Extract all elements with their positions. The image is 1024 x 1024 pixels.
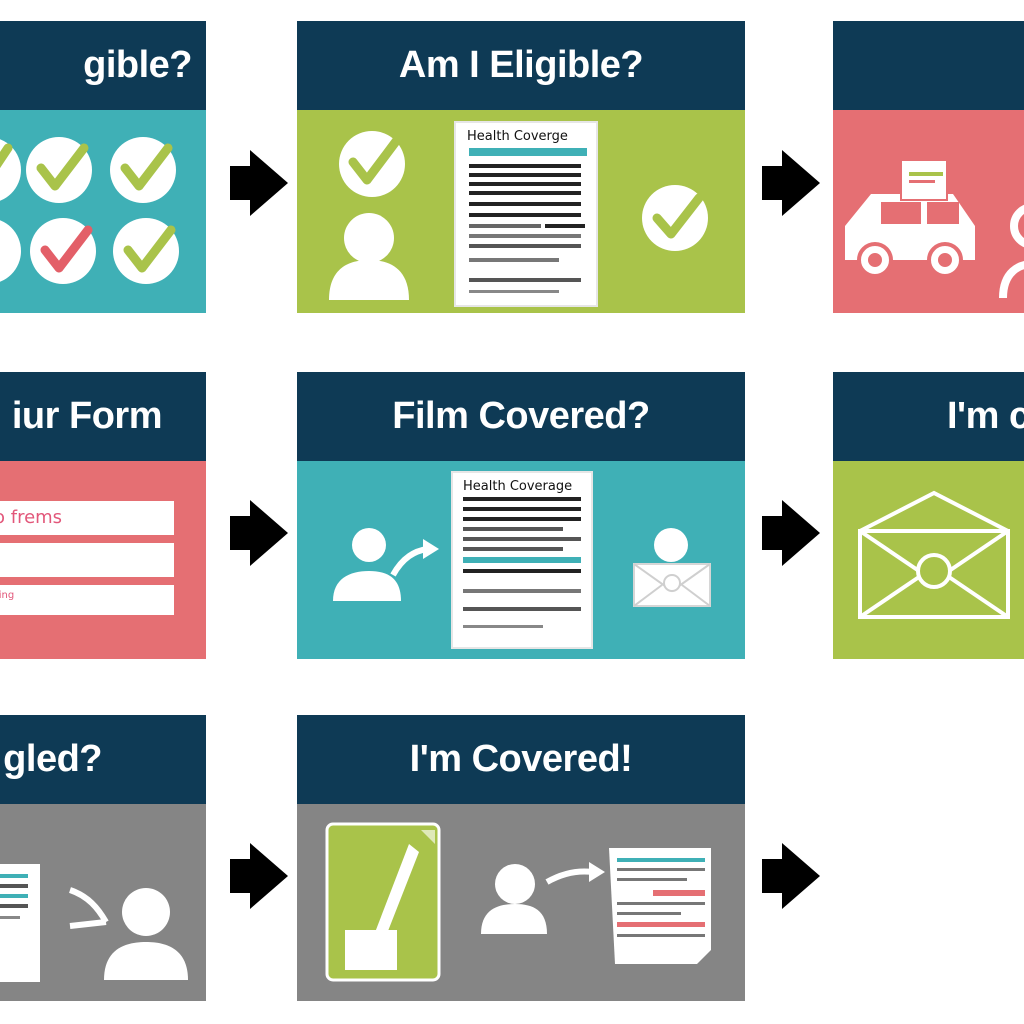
document-icon [0,864,40,982]
document-icon: Health Coverage [451,471,593,649]
check-icon [0,220,21,282]
arrow-right-icon [762,843,820,909]
document-icon [609,848,711,964]
person-icon [329,213,409,300]
card-title: iur Form [11,395,163,437]
card-title: I'm c [947,395,1024,437]
person-icon [481,864,547,934]
card-row3-col2: I'm Covered! [297,715,745,1001]
check-icon [26,137,92,203]
person-icon [104,888,188,980]
card-row3-col1: gled? [0,715,206,1001]
check-icon [339,131,405,197]
card-header [833,21,1024,110]
check-icon [110,137,176,203]
form-field-text: iing [0,590,14,601]
person-icon [333,528,401,601]
form-field [0,543,174,577]
card-title: Am I Eligible? [398,44,644,86]
card-body [0,804,206,1001]
document-icon: Health Coverge [454,121,598,307]
card-header: I'm c [833,372,1024,461]
check-icon [30,218,96,284]
card-row1-col2: Am I Eligible? Health Coverge [297,21,745,313]
card-header: I'm Covered! [297,715,745,804]
card-header: Film Covered? [297,372,745,461]
check-icon [113,218,179,284]
check-icon [0,139,21,201]
curved-arrow-icon [545,862,605,885]
card-row2-col3: I'm c [833,372,1024,659]
card-title: gible? [83,44,192,86]
card-row2-col1: iur Form o frems iing [0,372,206,659]
card-row2-col2: Film Covered? Health Coverage [297,372,745,659]
curved-arrow-icon [68,887,109,929]
card-body [0,110,206,313]
document-icon [900,159,948,201]
check-icon [642,185,708,251]
card-body [833,110,1024,313]
card-body: o frems iing [0,461,206,659]
person-icon [999,204,1024,299]
card-header: gible? [0,21,206,110]
card-header: Am I Eligible? [297,21,745,110]
card-title: I'm Covered! [409,738,633,780]
card-row1-col3 [833,21,1024,313]
card-title: Film Covered? [392,395,650,437]
card-body: Health Coverge [297,110,745,313]
document-title: Health Coverge [467,129,568,144]
arrow-right-icon [230,843,288,909]
form-field-text: o frems [0,507,62,528]
curved-arrow-icon [390,539,439,577]
envelope-icon [633,563,711,607]
person-icon [654,528,688,562]
form-field [0,501,174,535]
card-body [297,804,745,1001]
pencil-icon [325,822,441,982]
form-field [0,585,174,615]
car-icon [845,194,975,278]
card-header: gled? [0,715,206,804]
card-row1-col1: gible? [0,21,206,313]
document-title: Health Coverage [463,479,572,494]
arrow-right-icon [762,150,820,216]
arrow-right-icon [230,150,288,216]
card-title: gled? [3,738,102,780]
arrow-right-icon [762,500,820,566]
card-body: Health Coverage [297,461,745,659]
arrow-right-icon [230,500,288,566]
card-body [833,461,1024,659]
card-header: iur Form [0,372,206,461]
envelope-icon [858,490,1010,619]
